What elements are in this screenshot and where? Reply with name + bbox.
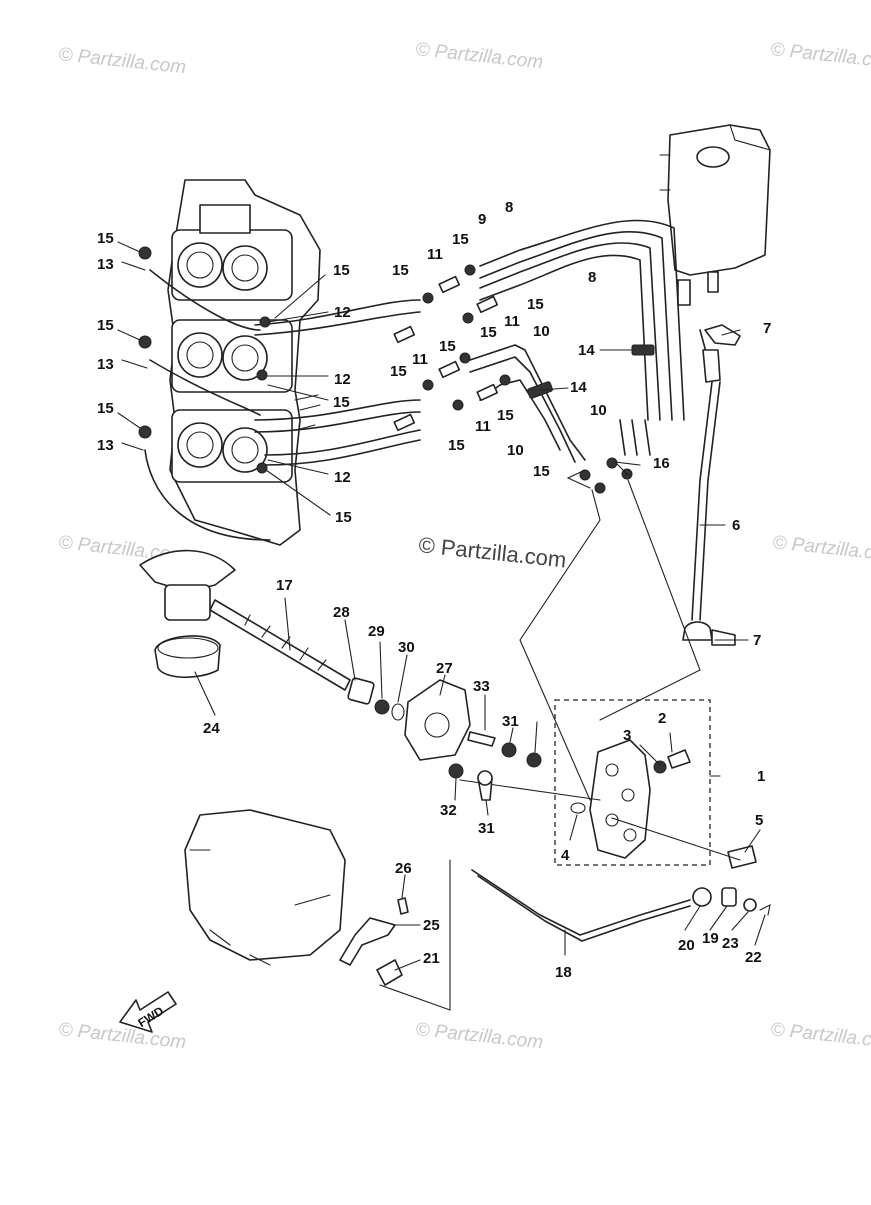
callout-25: 26 <box>395 860 412 877</box>
watermark: © Partzilla.com <box>57 44 187 78</box>
oil-delivery-hoses <box>144 219 721 541</box>
leader-lines <box>379 479 741 1011</box>
callout-8: 8 <box>588 269 596 286</box>
callout-10: 10 <box>533 323 550 340</box>
drive-assembly <box>139 549 542 801</box>
watermark: © Partzilla.com <box>414 1019 544 1053</box>
callout-12: 12 <box>334 304 351 321</box>
callout-23: 24 <box>203 720 220 737</box>
callout-22: 23 <box>722 935 739 952</box>
callout-10: 10 <box>590 402 607 419</box>
watermark: © Partzilla.com <box>769 1019 871 1053</box>
oil-feed-hose <box>682 324 741 646</box>
callout-16: 17 <box>276 577 293 594</box>
callout-27: 28 <box>333 604 350 621</box>
oil-tank <box>659 124 771 306</box>
callout-14: 14 <box>570 379 587 396</box>
callout-17: 18 <box>555 964 572 981</box>
callout-15: 15 <box>448 437 465 454</box>
callout-7: 7 <box>753 632 761 649</box>
callout-28: 29 <box>368 623 385 640</box>
oil-pump-assembly <box>554 699 757 869</box>
watermark: © Partzilla.com <box>57 1019 187 1053</box>
callout-3: 3 <box>623 727 631 744</box>
callout-15: 15 <box>452 231 469 248</box>
callout-14: 14 <box>578 342 595 359</box>
callout-15: 15 <box>97 317 114 334</box>
callout-8: 8 <box>505 199 513 216</box>
callout-1: 1 <box>757 768 765 785</box>
callout-15: 16 <box>653 455 670 472</box>
callout-15: 15 <box>497 407 514 424</box>
callout-15: 15 <box>333 262 350 279</box>
callout-18: 19 <box>702 930 719 947</box>
callout-24: 25 <box>423 917 440 934</box>
callout-15: 15 <box>97 230 114 247</box>
callout-30: 31 <box>478 820 495 837</box>
callout-11: 11 <box>412 351 428 368</box>
callout-15: 15 <box>335 509 352 526</box>
hose-fittings <box>138 246 633 494</box>
callout-15: 15 <box>439 338 456 355</box>
callout-11: 11 <box>475 418 491 435</box>
callout-12: 12 <box>334 371 351 388</box>
callout-15: 15 <box>392 262 409 279</box>
callout-31: 31 <box>502 713 519 730</box>
callout-5: 5 <box>755 812 763 829</box>
callout-12: 12 <box>334 469 351 486</box>
control-linkage <box>339 869 771 986</box>
carburetor-bottom <box>171 409 293 483</box>
callout-19: 20 <box>678 937 695 954</box>
callout-leaders <box>117 241 766 971</box>
callout-15: 15 <box>480 324 497 341</box>
callout-7: 7 <box>763 320 771 337</box>
lower-casing <box>184 809 346 966</box>
callout-labels: 1 2 3 4 5 6 7 7 8 8 9 10 10 10 11 11 11 … <box>97 199 771 981</box>
callout-15: 15 <box>527 296 544 313</box>
callout-15: 15 <box>533 463 550 480</box>
callout-15: 15 <box>390 363 407 380</box>
watermark-center: © Partzilla.com <box>417 532 567 572</box>
callout-13: 13 <box>97 437 114 454</box>
callout-13: 13 <box>97 356 114 373</box>
callout-2: 2 <box>658 710 666 727</box>
callout-15: 15 <box>97 400 114 417</box>
callout-26: 27 <box>436 660 453 677</box>
callout-31: 32 <box>440 802 457 819</box>
carburetor-top <box>171 204 293 301</box>
callout-20: 21 <box>423 950 440 967</box>
callout-9: 9 <box>478 211 486 228</box>
callout-15: 15 <box>333 394 350 411</box>
callout-21: 22 <box>745 949 762 966</box>
callout-13: 13 <box>97 256 114 273</box>
callout-32: 33 <box>473 678 490 695</box>
callout-11: 11 <box>504 313 520 330</box>
watermark: © Partzilla.com <box>771 532 871 566</box>
callout-29: 30 <box>398 639 415 656</box>
callout-4: 4 <box>561 847 570 864</box>
callout-6: 6 <box>732 517 740 534</box>
watermark: © Partzilla.com <box>414 39 544 73</box>
callout-11: 11 <box>427 246 443 263</box>
carburetor-bank <box>167 179 321 546</box>
watermark: © Partzilla.com <box>769 39 871 73</box>
callout-10: 10 <box>507 442 524 459</box>
